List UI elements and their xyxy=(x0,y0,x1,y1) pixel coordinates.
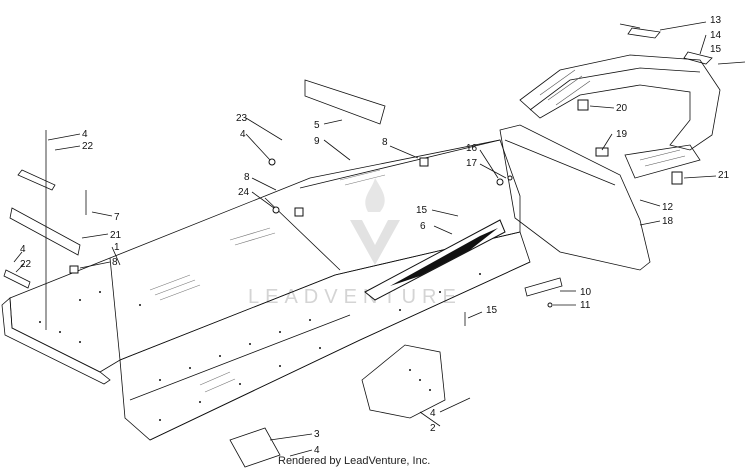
callout-16: 16 xyxy=(466,143,478,154)
callout-17: 17 xyxy=(466,158,478,169)
callout-12: 12 xyxy=(662,202,674,213)
hardware-small-parts xyxy=(69,61,746,326)
callout-15-b: 15 xyxy=(486,305,498,316)
callout-8-c: 8 xyxy=(382,137,388,148)
callout-8-a: 8 xyxy=(112,257,118,268)
callout-4-d: 4 xyxy=(430,408,436,419)
callout-22-b: 22 xyxy=(20,259,32,270)
watermark-text: LEADVENTURE xyxy=(248,286,462,308)
callout-19: 19 xyxy=(616,129,628,140)
callout-14: 14 xyxy=(710,30,722,41)
callout-4-e: 4 xyxy=(314,445,320,456)
callout-labels: 4 22 7 21 1 8 4 22 23 4 8 24 5 9 8 15 6 xyxy=(13,15,730,457)
callout-13: 13 xyxy=(710,15,722,26)
reflectors-part-13-14 xyxy=(627,27,713,65)
callout-5: 5 xyxy=(314,120,320,131)
callout-18: 18 xyxy=(662,216,674,227)
callout-21-b: 21 xyxy=(718,170,730,181)
callout-2: 2 xyxy=(430,423,436,434)
callout-10: 10 xyxy=(580,287,592,298)
callout-4-b: 4 xyxy=(20,244,26,255)
callout-8-b: 8 xyxy=(244,172,250,183)
footrest-part-2 xyxy=(361,344,446,419)
callout-21-a: 20 xyxy=(616,103,628,114)
callout-15-c: 15 xyxy=(710,44,722,55)
tunnel-part-1 xyxy=(1,139,531,441)
callout-3: 3 xyxy=(314,429,320,440)
callout-23: 23 xyxy=(236,113,248,124)
callout-4-c: 4 xyxy=(240,129,246,140)
brackets-left xyxy=(3,130,87,330)
callout-15-a: 15 xyxy=(416,205,428,216)
panel-part-5 xyxy=(304,79,386,125)
rear-bumper-part-12 xyxy=(519,54,721,179)
snowflap-part-18 xyxy=(499,124,651,271)
plate-part-3 xyxy=(229,427,281,468)
decal-part-6 xyxy=(364,219,506,301)
decal-part-10 xyxy=(524,277,563,308)
callout-9: 9 xyxy=(314,136,320,147)
callout-1: 1 xyxy=(114,242,120,253)
watermark: LEADVENTURE xyxy=(248,178,462,308)
callout-7: 7 xyxy=(114,212,120,223)
callout-22-a: 22 xyxy=(82,141,94,152)
callout-24: 24 xyxy=(238,187,250,198)
footer-credit: Rendered by LeadVenture, Inc. xyxy=(278,455,430,467)
callout-20: 21 xyxy=(110,230,122,241)
callout-11: 11 xyxy=(580,300,591,311)
callout-6: 6 xyxy=(420,221,426,232)
callout-4-a: 4 xyxy=(82,129,88,140)
